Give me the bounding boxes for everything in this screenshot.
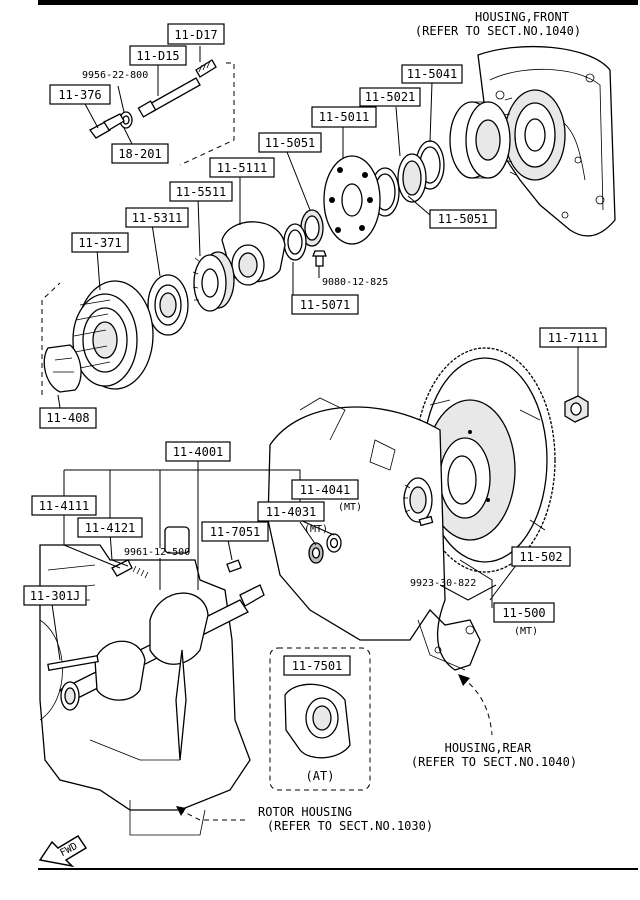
- svg-text:11-4121: 11-4121: [85, 521, 136, 535]
- callout-11-D15[interactable]: 11-D15: [129, 45, 187, 66]
- flywheel-nut: [564, 395, 589, 423]
- callout-11-371[interactable]: 11-371: [71, 232, 129, 253]
- svg-text:11-D17: 11-D17: [174, 28, 217, 42]
- reference-arrows: [176, 674, 493, 821]
- bolt-dash-guide: [179, 62, 235, 166]
- callout-11-500[interactable]: 11-500: [493, 602, 555, 623]
- callout-11-5051-upper[interactable]: 11-5051: [258, 132, 322, 153]
- eccentric-shaft: [58, 584, 265, 761]
- rotor-housing-drawing: [39, 526, 251, 836]
- svg-text:11-5051: 11-5051: [265, 136, 316, 150]
- callout-11-4111[interactable]: 11-4111: [31, 495, 97, 516]
- spacer-ring: [283, 223, 307, 261]
- svg-text:11-5041: 11-5041: [407, 67, 458, 81]
- dowel-pin: [226, 559, 242, 573]
- svg-text:11-4031: 11-4031: [266, 505, 317, 519]
- svg-text:11-4001: 11-4001: [173, 445, 224, 459]
- callout-11-376[interactable]: 11-376: [49, 84, 111, 105]
- callout-11-5311[interactable]: 11-5311: [125, 207, 189, 228]
- lock-plate: [43, 344, 82, 393]
- oil-seals: [308, 533, 342, 564]
- drive-gear: [192, 251, 235, 312]
- svg-text:18-201: 18-201: [118, 147, 161, 161]
- front-cover-drawing: [449, 101, 511, 179]
- svg-text:11-5011: 11-5011: [319, 110, 370, 124]
- callout-18-201[interactable]: 18-201: [111, 143, 169, 164]
- at-seal-drawing: [284, 683, 351, 759]
- balance-weight-disc: [323, 155, 381, 245]
- variant-mt-500: (MT): [514, 626, 538, 637]
- callout-11-4001[interactable]: 11-4001: [165, 441, 231, 462]
- fwd-arrow-icon: FWD: [38, 834, 88, 868]
- callout-11-4121[interactable]: 11-4121: [77, 517, 143, 538]
- part-number-9961-12-500: 9961-12-500: [124, 547, 190, 558]
- svg-text:11-7501: 11-7501: [292, 659, 343, 673]
- callout-11-5011[interactable]: 11-5011: [311, 106, 377, 128]
- callout-11-4041[interactable]: 11-4041: [291, 479, 359, 500]
- bottom-rule: [38, 868, 638, 870]
- variant-mt-4041: (MT): [338, 502, 362, 513]
- callout-11-408[interactable]: 11-408: [39, 407, 97, 429]
- svg-text:11-4111: 11-4111: [39, 499, 90, 513]
- callout-11-5511[interactable]: 11-5511: [169, 181, 233, 202]
- housing-rear-ref: (REFER TO SECT.NO.1040): [411, 755, 577, 769]
- svg-text:11-371: 11-371: [78, 236, 121, 250]
- callout-11-5111[interactable]: 11-5111: [209, 157, 275, 178]
- svg-text:11-376: 11-376: [58, 88, 101, 102]
- main-pulley: [72, 280, 154, 390]
- svg-text:11-5511: 11-5511: [176, 185, 227, 199]
- callout-11-5021[interactable]: 11-5021: [359, 87, 421, 107]
- callout-11-7111[interactable]: 11-7111: [539, 327, 607, 348]
- flywheel-drawing: [414, 347, 556, 573]
- callout-11-D17[interactable]: 11-D17: [167, 23, 225, 45]
- rotor-housing-ref: (REFER TO SECT.NO.1030): [267, 819, 433, 833]
- eccentric-bolt-assembly: [89, 59, 217, 139]
- key-pin: [418, 515, 434, 527]
- svg-text:11-301J: 11-301J: [30, 589, 81, 603]
- plate-dash-guide: [41, 282, 61, 395]
- small-bolt: [312, 250, 327, 267]
- svg-text:11-5021: 11-5021: [365, 90, 416, 104]
- seal-bearing-stack: [370, 140, 445, 217]
- plug-and-spring: [111, 559, 149, 579]
- svg-text:11-7111: 11-7111: [548, 331, 599, 345]
- variant-mt-4031: (MT): [304, 524, 328, 535]
- leader-lines: [51, 46, 579, 661]
- svg-text:11-5111: 11-5111: [217, 161, 268, 175]
- top-rule: [38, 0, 638, 5]
- callout-11-7051[interactable]: 11-7051: [201, 521, 269, 542]
- rotor-housing-title: ROTOR HOUSING: [258, 805, 352, 819]
- pulley-bearing: [147, 274, 189, 336]
- callout-11-4031[interactable]: 11-4031: [257, 501, 325, 522]
- flywheel-hub: [403, 477, 433, 523]
- callout-11-502[interactable]: 11-502: [511, 546, 571, 567]
- variant-at-label: (AT): [306, 769, 335, 783]
- svg-text:11-408: 11-408: [46, 411, 89, 425]
- svg-text:11-D15: 11-D15: [136, 49, 179, 63]
- part-number-9956-22-800: 9956-22-800: [82, 70, 148, 81]
- housing-front-ref: (REFER TO SECT.NO.1040): [415, 24, 581, 38]
- svg-text:11-7051: 11-7051: [210, 525, 261, 539]
- callout-11-5041[interactable]: 11-5041: [401, 64, 463, 84]
- part-number-9080-12-825: 9080-12-825: [322, 277, 388, 288]
- shaft-key: [47, 654, 99, 672]
- svg-text:11-5071: 11-5071: [300, 298, 351, 312]
- callout-11-7501[interactable]: 11-7501: [283, 655, 351, 676]
- callout-11-5051-right[interactable]: 11-5051: [429, 209, 497, 229]
- callout-11-301J[interactable]: 11-301J: [23, 585, 87, 606]
- housing-front-title: HOUSING,FRONT: [475, 10, 569, 24]
- callout-11-5071[interactable]: 11-5071: [291, 294, 359, 315]
- eccentric-counterweight: [221, 221, 286, 286]
- svg-text:11-500: 11-500: [502, 606, 545, 620]
- svg-text:11-4041: 11-4041: [300, 483, 351, 497]
- part-number-9923-30-822: 9923-30-822: [410, 578, 476, 589]
- front-housing-drawing: [477, 45, 616, 237]
- svg-text:11-5311: 11-5311: [132, 211, 183, 225]
- housing-rear-title: HOUSING,REAR: [445, 741, 532, 755]
- svg-text:11-502: 11-502: [519, 550, 562, 564]
- rear-housing-drawing: [267, 397, 481, 671]
- svg-text:11-5051: 11-5051: [438, 212, 489, 226]
